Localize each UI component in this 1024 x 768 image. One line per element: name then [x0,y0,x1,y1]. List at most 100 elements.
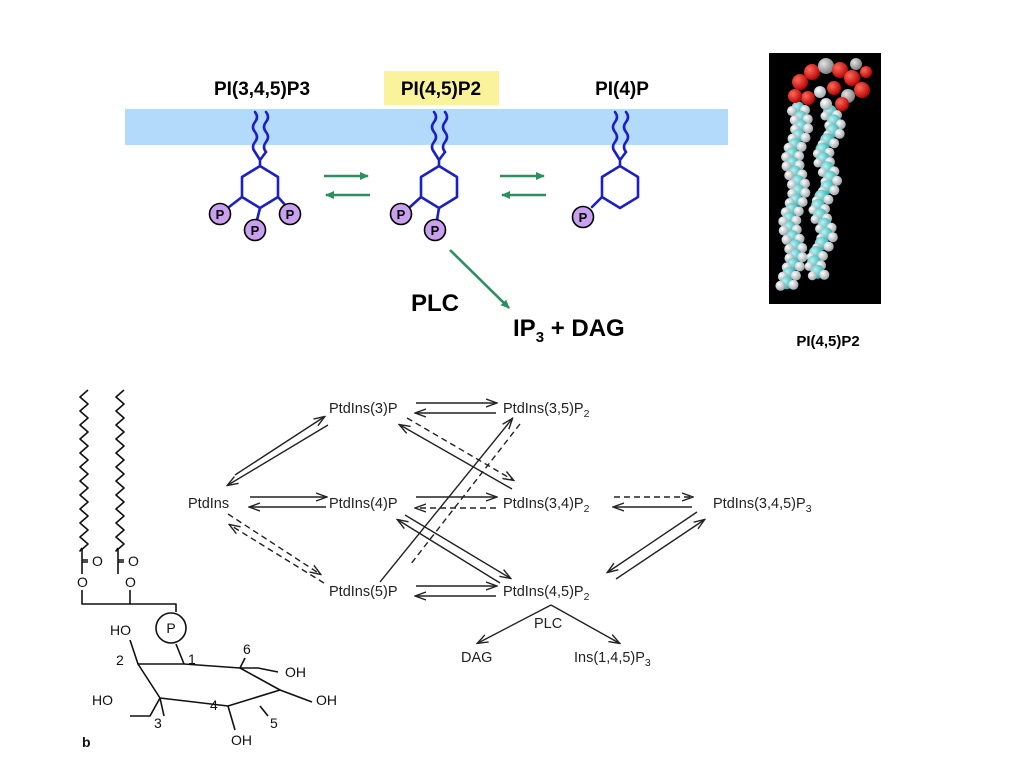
phosphate-group: P [389,202,413,226]
product-dag: DAG [461,650,492,666]
molecule-atom [784,170,795,181]
molecule-atom [801,91,815,105]
molecule-atom [775,280,786,291]
plc-cleavage-arrow [449,249,510,309]
molecule-atom [788,89,802,103]
molecule-atom [829,185,840,196]
molecule-atom [800,187,811,198]
molecule-atom [827,232,838,243]
molecule-atom [797,197,808,207]
node-ptdins45p2: PtdIns(4,5)P2 [503,584,590,603]
plc-label: PLC [411,290,459,317]
molecule-atom [814,86,826,98]
phosphate-label: P [166,620,175,636]
molecule-atom [778,225,789,236]
membrane-diagram: PI(3,4,5)P3 PI(4,5)P2 PI(4)P P P P [125,71,728,346]
molecule-atom [800,132,811,143]
molecule-atom [820,111,830,121]
node-ptdins34p2: PtdIns(3,4)P2 [503,496,590,515]
phosphate-circle [155,612,187,644]
molecule-atom [834,128,845,139]
molecule-atom [829,138,840,149]
molecule-atoms [775,58,872,291]
carbon-number-2: 2 [116,652,124,668]
phosphate-bond [590,195,604,209]
fatty-acid-tail [262,110,270,154]
molecule-atom [790,270,801,281]
phosphate-group: P [571,205,595,229]
molecule-atom [796,141,807,152]
ester-oxygen: O [125,574,136,590]
fatty-acid-tail [441,110,449,154]
fatty-acid-chain [79,389,89,552]
hydroxyl-c6: OH [285,664,306,680]
molecule-atom [781,161,792,172]
ester-oxygen: O [77,574,88,590]
molecule-atom [794,261,805,272]
svg-text:P: P [251,223,260,238]
molecule-atom [803,123,814,134]
label-pi4p: PI(4)P [595,79,649,100]
inositol-lipid-structure [79,389,313,731]
carbonyl-oxygen: O [128,553,139,569]
carbon-number-3: 3 [154,715,162,731]
ester-bonds [81,548,177,612]
molecule-atom [832,175,843,186]
molecule-atom [860,66,872,78]
phosphate-group: P [423,218,447,242]
molecule-atom [787,106,797,116]
hydroxyl-c4: OH [231,732,252,748]
reaction-arrows [228,403,704,643]
molecule-atom [823,194,834,205]
inositol-ring [419,164,459,210]
label-pip3: PI(3,4,5)P3 [214,79,310,100]
svg-text:P: P [286,207,295,222]
fatty-acid-chain [115,389,125,552]
phosphate-group: P [208,202,232,226]
phosphate-group: P [243,218,267,242]
phosphate-group: P [278,202,302,226]
label-highlight [384,71,499,105]
svg-text:P: P [431,223,440,238]
hydroxyl-c5: OH [316,692,337,708]
molecule-atom [820,98,832,110]
molecule-atom [817,251,828,261]
molecule-atom [807,271,817,281]
panel-letter: b [82,734,91,750]
hydroxyl-c2: HO [110,622,131,638]
molecule-atom [813,158,823,168]
fatty-acid-tail [251,110,259,154]
molecule-atom [827,81,841,95]
molecule-atom [832,62,848,78]
node-ptdins345p3: PtdIns(3,4,5)P3 [713,496,812,515]
carbon-number-5: 5 [270,715,278,731]
fatty-acid-tail [622,110,630,154]
carbon-number-4: 4 [210,697,218,713]
carbon-number-1: 1 [188,651,196,667]
ring-substituents [129,639,313,731]
molecule-atom [854,82,870,98]
molecule-atom [793,206,804,217]
molecule-atom [804,64,820,80]
phosphate-link [175,643,185,665]
pip2-space-filling-model: PI(4,5)P2 [769,53,881,350]
equilibrium-arrows-right [500,172,546,199]
label-pip2: PI(4,5)P2 [401,79,481,100]
membrane-band [125,109,728,145]
node-ptdins5p: PtdIns(5)P [329,584,398,600]
molecule-atom [810,214,820,224]
molecule-atom [797,252,808,263]
phosphate-bond [227,195,289,222]
fatty-acid-tail [430,110,438,154]
svg-text:P: P [397,207,406,222]
hydroxyl-c3: HO [92,692,113,708]
carbon-number-6: 6 [243,641,251,657]
molecule-atom [823,241,834,252]
glycerol-stem [613,150,628,168]
svg-text:P: P [216,207,225,222]
molecule-atom [788,279,799,290]
plc-enzyme: PLC [534,616,562,632]
glycerol-stem [253,150,268,168]
model-caption: PI(4,5)P2 [796,333,859,350]
